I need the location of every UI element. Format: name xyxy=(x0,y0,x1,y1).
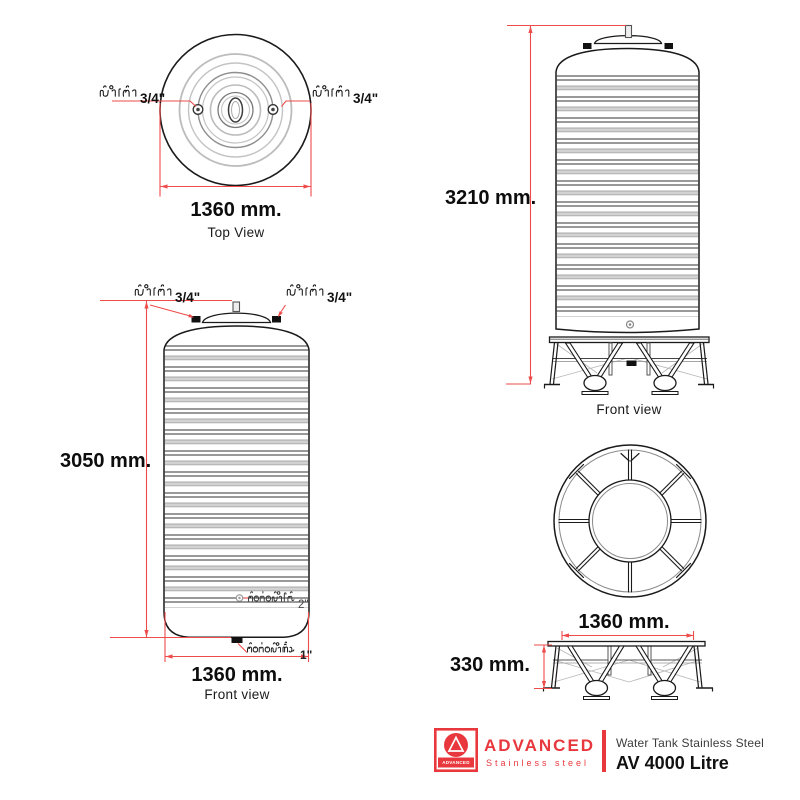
top-view-diameter-dim: 1360 mm. xyxy=(190,199,282,221)
dimension-arrows xyxy=(144,26,694,688)
footer-divider xyxy=(602,730,606,772)
front-view-caption: Front view xyxy=(204,687,270,702)
front-view-tank-stand-drawing xyxy=(543,24,715,395)
top-view-drawing xyxy=(159,33,312,187)
top-view-inlet-left-label: น้ำเข้า3/4" xyxy=(140,91,166,106)
inlet-fitting-left xyxy=(191,316,201,323)
drain-label: ข้อต่อน้ำทิ้ง1" xyxy=(300,648,313,662)
product-title: Water Tank Stainless Steel xyxy=(616,736,764,750)
front-view-inlet-right-label: น้ำเข้า3/4" xyxy=(327,290,353,305)
stand-side-view-drawing xyxy=(542,640,714,700)
front-view-width-dim: 1360 mm. xyxy=(191,664,283,686)
brand-logo-emblem xyxy=(433,727,478,772)
brand-subtitle: Stainless steel xyxy=(486,758,590,768)
stand-view-height-dim: 3210 mm. xyxy=(445,187,537,209)
stand-height-dim: 330 mm. xyxy=(449,654,530,676)
brand-name: ADVANCED xyxy=(484,736,596,755)
top-view-inlet-bolts xyxy=(192,104,279,115)
vent-nozzle xyxy=(232,301,241,313)
logo-badge-text: ADVANCED xyxy=(442,760,470,765)
front-view-inlet-left-label: น้ำเข้า3/4" xyxy=(175,290,201,305)
top-view-inlet-right-label: น้ำเข้า3/4" xyxy=(353,91,379,106)
outlet-label: ข้อต่อน้ำใช้2" xyxy=(298,599,309,611)
stand-front xyxy=(543,336,715,395)
inlet-fitting-right xyxy=(272,316,281,323)
top-view-caption: Top View xyxy=(207,225,265,240)
drain-fitting xyxy=(231,637,243,643)
stand-view-caption: Front view xyxy=(596,402,662,417)
stand-width-dim: 1360 mm. xyxy=(578,611,670,633)
front-view-tank-drawing xyxy=(163,301,310,643)
front-view-height-dim: 3050 mm. xyxy=(60,450,152,472)
product-model: AV 4000 Litre xyxy=(616,753,729,773)
stand-top-view-drawing xyxy=(553,444,707,598)
